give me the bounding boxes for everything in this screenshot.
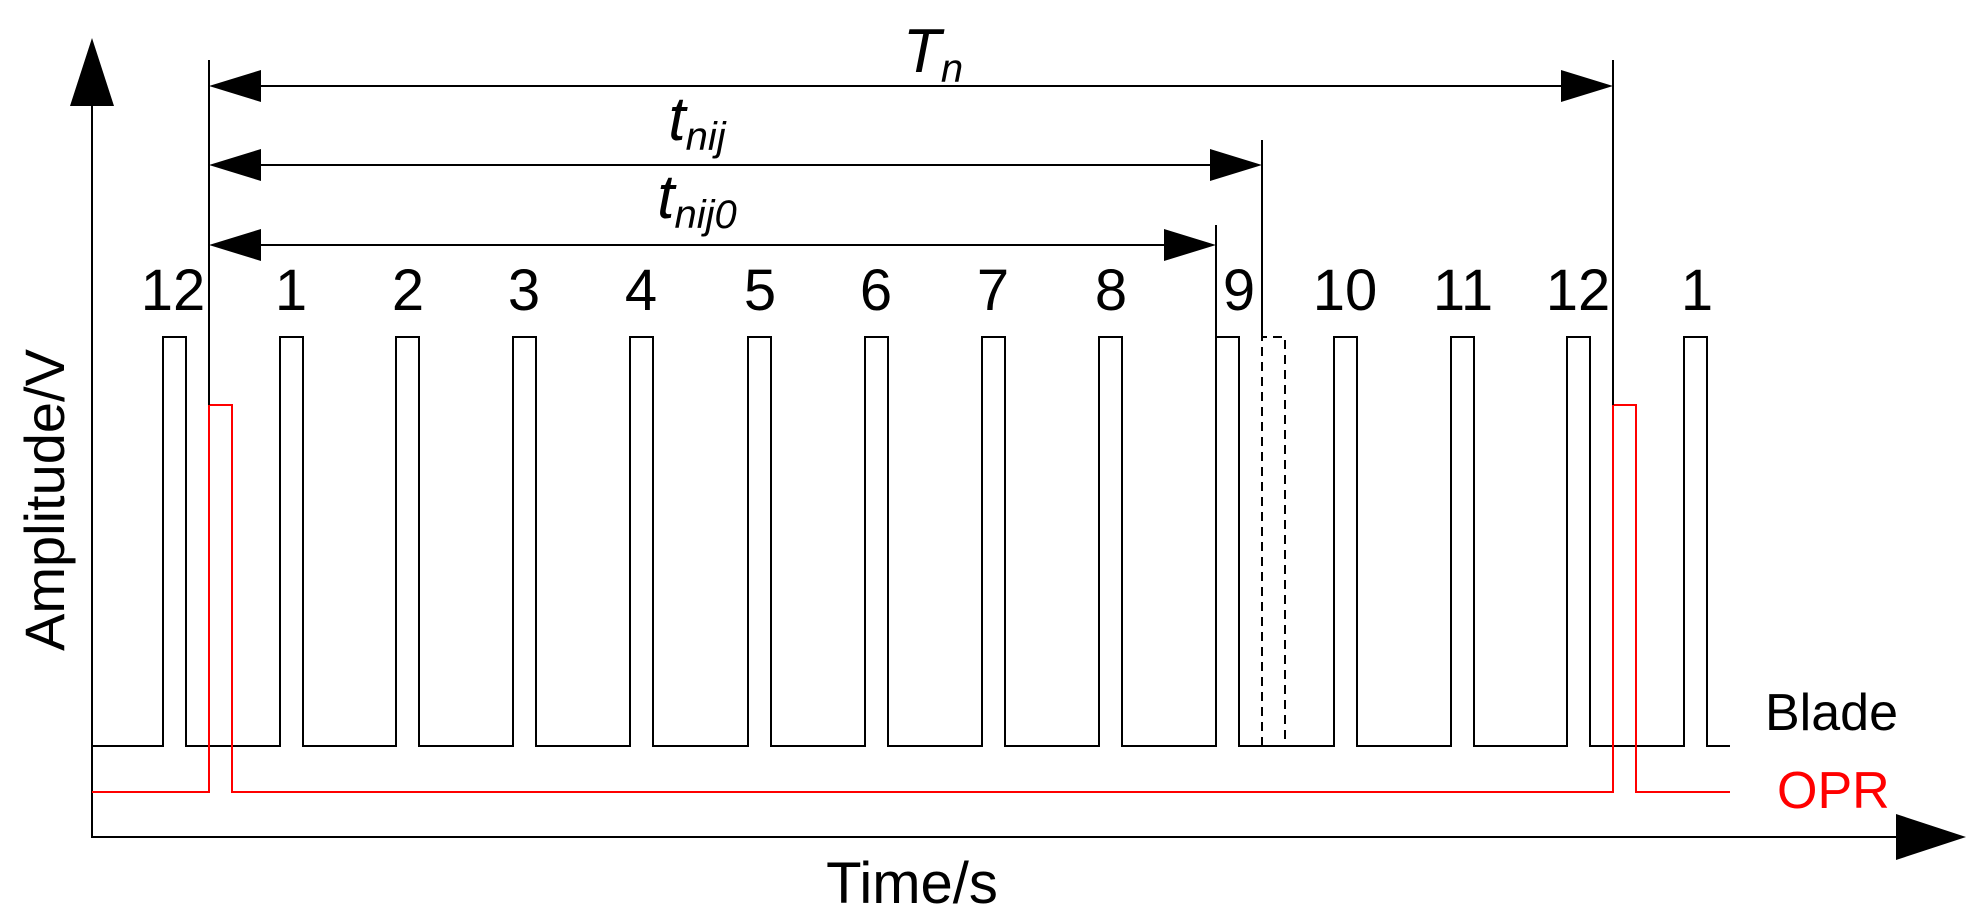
blade-label: 11 [1433, 258, 1493, 323]
opr-signal-label: OPR [1777, 762, 1890, 820]
x-axis-label: Time/s [826, 851, 998, 916]
blade-label: 9 [1223, 258, 1255, 323]
y-axis-label: Amplitude/V [13, 348, 76, 651]
blade-signal-label: Blade [1765, 684, 1898, 742]
interval-label-tnij0: tnij0 [657, 163, 737, 237]
blade-label: 6 [860, 258, 892, 323]
blade-label: 3 [508, 258, 540, 323]
blade-label: 5 [744, 258, 776, 323]
blade-label: 8 [1095, 258, 1127, 323]
blade-label: 12 [1546, 258, 1611, 323]
interval-label-Tn: Tn [903, 17, 963, 91]
blade-label: 4 [625, 258, 657, 323]
blade-label: 2 [392, 258, 424, 323]
blade-label: 10 [1313, 258, 1378, 323]
interval-arrow-tnij [209, 149, 1262, 181]
y-axis [70, 38, 114, 838]
interval-arrow-tnij0 [209, 229, 1216, 261]
opr-signal-line [92, 404, 1730, 793]
interval-arrow-Tn [209, 70, 1613, 102]
y-axis-arrowhead [70, 38, 114, 106]
expected-blade-pulse-dashed [1261, 336, 1286, 746]
x-axis [92, 814, 1966, 860]
blade-label: 1 [1681, 258, 1713, 323]
x-axis-arrowhead [1896, 814, 1966, 860]
blade-label: 1 [275, 258, 307, 323]
blade-label: 12 [141, 258, 206, 323]
blade-label: 7 [977, 258, 1009, 323]
blade-signal-line [92, 336, 1730, 747]
interval-label-tnij: tnij [668, 85, 726, 159]
